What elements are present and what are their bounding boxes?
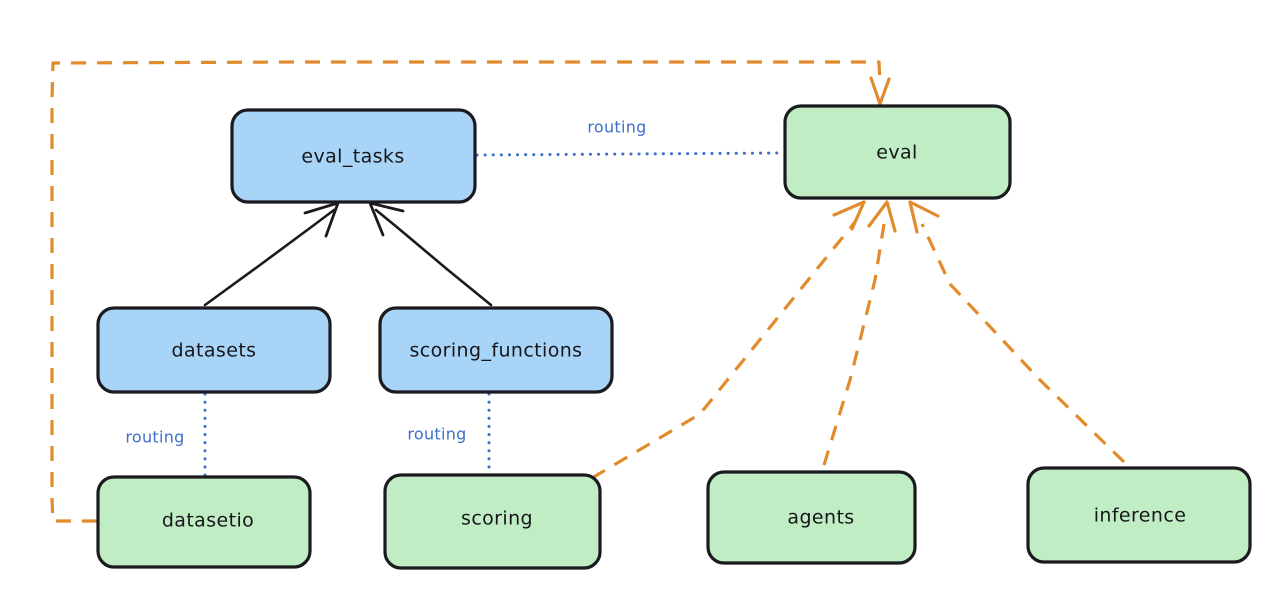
node-datasets[interactable]: datasets bbox=[96, 306, 332, 394]
edge-scoring-to-eval-arrowhead bbox=[832, 200, 866, 231]
edge-scoring_functions-to-eval_tasks-line bbox=[374, 208, 493, 307]
node-scoring[interactable]: scoring bbox=[383, 473, 602, 570]
edge-inference-to-eval-line bbox=[920, 223, 1126, 464]
edge-datasets-to-eval_tasks-arrowhead bbox=[303, 201, 340, 238]
edge-labels-group: routing routing routing bbox=[125, 118, 646, 447]
edge-datasetio-to-eval-line bbox=[50, 60, 882, 523]
edge-inference-to-eval[interactable] bbox=[908, 200, 1126, 464]
node-scoring-label: scoring bbox=[461, 508, 533, 530]
node-eval-shape bbox=[783, 104, 1012, 200]
edge-agents-to-eval[interactable] bbox=[822, 200, 897, 466]
node-datasets-label: datasets bbox=[172, 340, 257, 362]
node-agents-label: agents bbox=[787, 507, 854, 529]
node-eval[interactable]: eval bbox=[783, 104, 1012, 200]
node-datasetio[interactable]: datasetio bbox=[96, 475, 312, 569]
node-inference-label: inference bbox=[1094, 505, 1187, 527]
edge-inference-to-eval-arrowhead bbox=[908, 200, 940, 234]
edge-agents-to-eval-arrowhead bbox=[867, 200, 897, 233]
node-scoring_functions[interactable]: scoring_functions bbox=[378, 306, 614, 394]
edge-datasetio-to-eval-arrowhead bbox=[869, 76, 891, 106]
edge-label-routing-datasets-datasetio: routing bbox=[125, 428, 184, 447]
composition-edges-group bbox=[203, 201, 493, 307]
edge-datasets-to-eval_tasks[interactable] bbox=[203, 201, 340, 307]
dependency-edges-group bbox=[50, 60, 1126, 523]
node-eval_tasks-shape bbox=[230, 108, 477, 204]
node-eval_tasks[interactable]: eval_tasks bbox=[230, 108, 477, 204]
node-scoring_functions-label: scoring_functions bbox=[410, 340, 583, 362]
edge-eval_tasks-to-eval-line[interactable] bbox=[475, 151, 785, 157]
node-agents-shape bbox=[706, 470, 917, 565]
edge-scoring_functions-to-eval_tasks[interactable] bbox=[368, 201, 493, 307]
edge-datasetio-to-eval[interactable] bbox=[50, 60, 891, 523]
node-inference-shape bbox=[1026, 466, 1252, 564]
node-datasetio-label: datasetio bbox=[162, 510, 254, 532]
node-inference[interactable]: inference bbox=[1026, 466, 1252, 564]
edge-label-routing-scoring_functions-scoring: routing bbox=[407, 425, 466, 444]
edge-scoring-to-eval[interactable] bbox=[591, 200, 866, 480]
node-datasets-shape bbox=[96, 306, 332, 394]
node-datasetio-shape bbox=[96, 475, 312, 569]
edge-agents-to-eval-line bbox=[822, 223, 886, 466]
node-eval-label: eval bbox=[876, 142, 917, 164]
node-eval_tasks-label: eval_tasks bbox=[301, 146, 404, 168]
edge-scoring-to-eval-line bbox=[591, 220, 857, 480]
edge-datasets-to-eval_tasks-line bbox=[203, 208, 336, 307]
nodes-group: eval_tasks eval datasets scoring_functio… bbox=[96, 104, 1252, 570]
routing-edges-group bbox=[203, 151, 785, 479]
edge-scoring_functions-to-eval_tasks-arrowhead bbox=[368, 201, 405, 237]
edge-label-routing-eval_tasks-eval: routing bbox=[587, 118, 646, 137]
node-agents[interactable]: agents bbox=[706, 470, 917, 565]
node-scoring_functions-shape bbox=[378, 306, 614, 394]
node-scoring-shape bbox=[383, 473, 602, 570]
